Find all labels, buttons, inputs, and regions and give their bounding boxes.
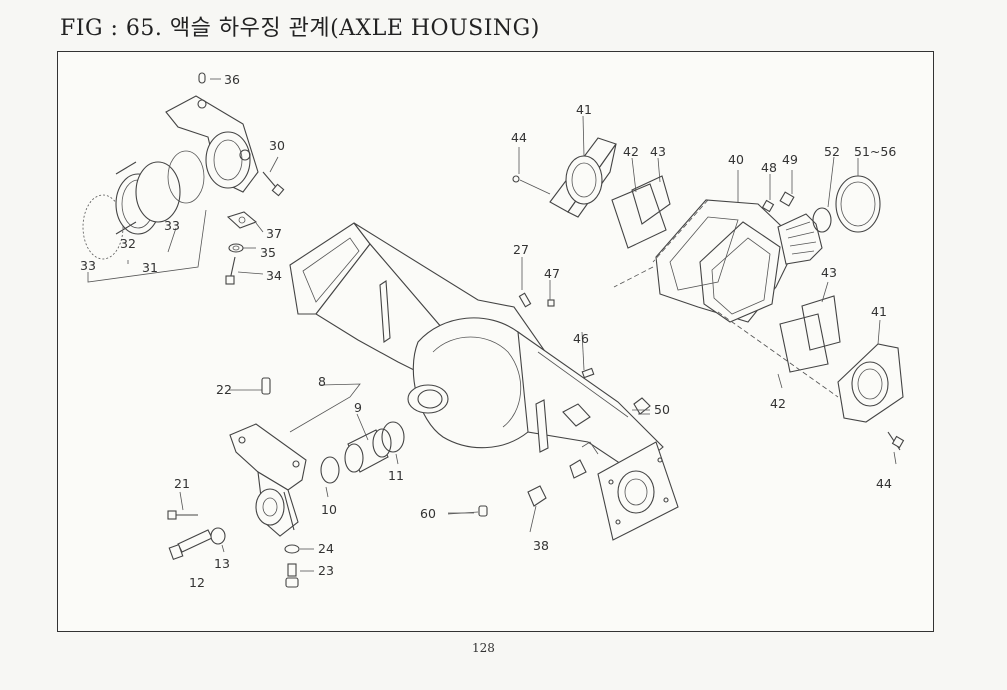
part-label-8: 8 — [318, 374, 326, 389]
part-label-27: 27 — [513, 242, 529, 257]
part-label-36: 36 — [224, 72, 240, 87]
bearing-cap-top — [512, 137, 671, 249]
part-label-9: 9 — [354, 400, 362, 415]
part-label-30: 30 — [269, 138, 285, 153]
diagram-frame: 36 30 33 32 33 31 37 35 34 44 41 42 43 4… — [57, 51, 934, 632]
part-label-52: 52 — [824, 144, 840, 159]
part-label-40: 40 — [728, 152, 744, 167]
bearing-cap-bottom — [779, 295, 905, 451]
part-label-44: 44 — [511, 130, 527, 145]
part-label-43: 43 — [821, 265, 837, 280]
part-label-24: 24 — [318, 541, 334, 556]
part-label-60: 60 — [420, 506, 436, 521]
part-label-41: 41 — [871, 304, 887, 319]
leader-lines — [87, 78, 897, 572]
part-label-21: 21 — [174, 476, 190, 491]
shim-washer-bolt — [225, 211, 258, 285]
part-label-23: 23 — [318, 563, 334, 578]
housing-small-parts — [478, 292, 651, 517]
page-title: FIG : 65. 액슬 하우징 관계(AXLE HOUSING) — [60, 16, 540, 41]
part-label-38: 38 — [533, 538, 549, 553]
part-label-12: 12 — [189, 575, 205, 590]
part-label-11: 11 — [388, 468, 404, 483]
part-label-50: 50 — [654, 402, 670, 417]
part-label-42: 42 — [770, 396, 786, 411]
exploded-parts-diagram: 36 30 33 32 33 31 37 35 34 44 41 42 43 4… — [80, 72, 905, 590]
part-label-31: 31 — [142, 260, 158, 275]
part-label-33: 33 — [80, 258, 96, 273]
lower-steering-knuckle — [167, 377, 405, 588]
part-label-43: 43 — [650, 144, 666, 159]
part-label-49: 49 — [782, 152, 798, 167]
part-label-46: 46 — [573, 331, 589, 346]
part-label-33: 33 — [164, 218, 180, 233]
part-label-22: 22 — [216, 382, 232, 397]
axle-housing-body — [289, 222, 679, 541]
part-label-13: 13 — [214, 556, 230, 571]
part-label-32: 32 — [120, 236, 136, 251]
part-label-51-56: 51~56 — [854, 144, 896, 159]
page-number: 128 — [472, 641, 495, 655]
guide-lines — [613, 199, 839, 398]
part-label-42: 42 — [623, 144, 639, 159]
differential-carrier — [655, 175, 881, 323]
part-label-37: 37 — [266, 226, 282, 241]
part-label-44: 44 — [876, 476, 892, 491]
part-label-41: 41 — [576, 102, 592, 117]
part-label-10: 10 — [321, 502, 337, 517]
part-label-48: 48 — [761, 160, 777, 175]
part-label-34: 34 — [266, 268, 282, 283]
part-label-35: 35 — [260, 245, 276, 260]
part-number-labels: 36 30 33 32 33 31 37 35 34 44 41 42 43 4… — [80, 72, 896, 590]
label-dashes — [448, 413, 650, 514]
part-label-47: 47 — [544, 266, 560, 281]
upper-steering-knuckle — [165, 72, 285, 197]
bearing-set — [82, 150, 205, 260]
